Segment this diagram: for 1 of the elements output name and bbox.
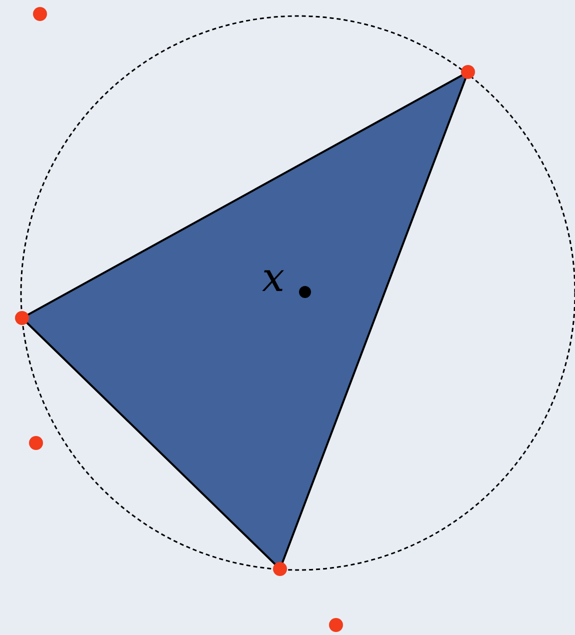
variable-label: x: [262, 258, 285, 298]
